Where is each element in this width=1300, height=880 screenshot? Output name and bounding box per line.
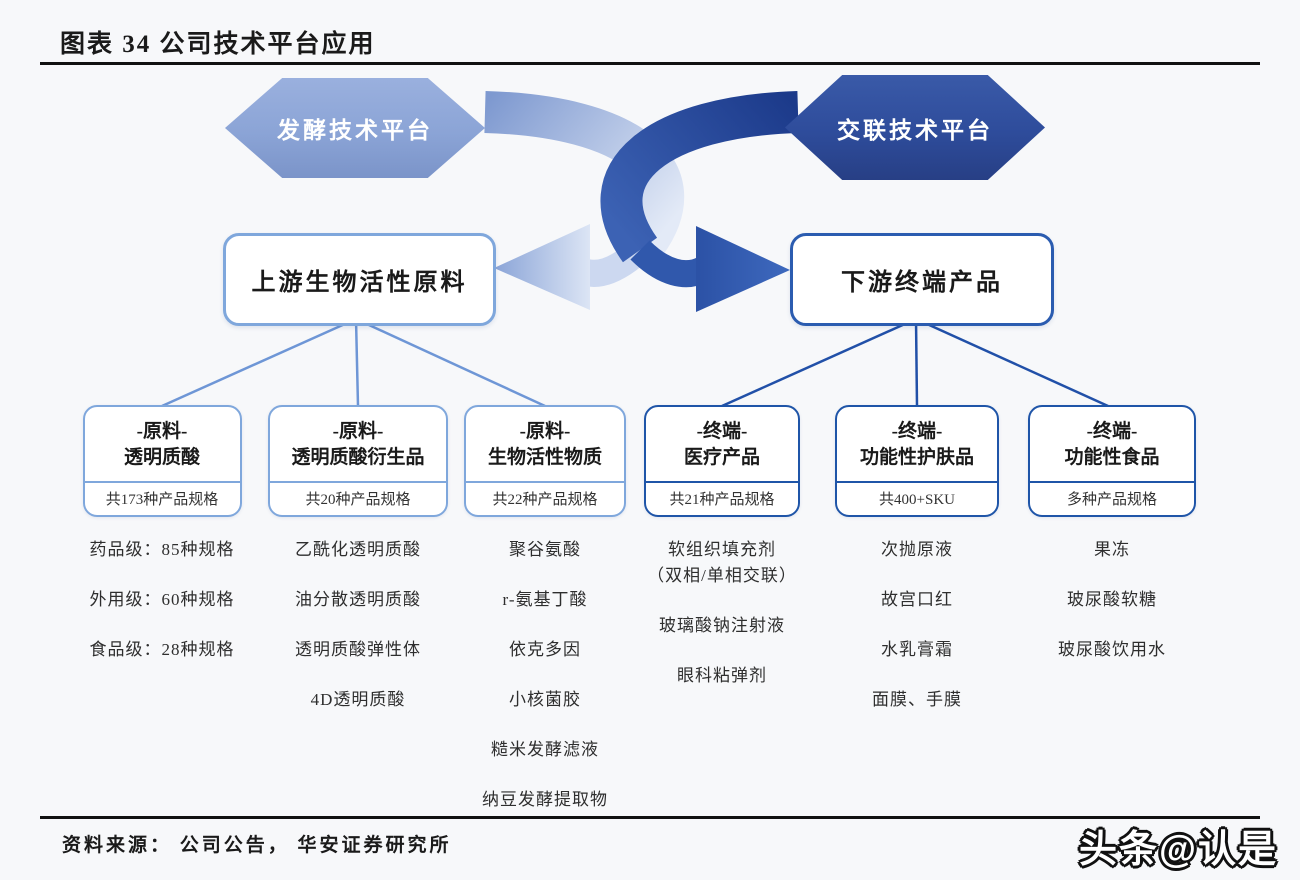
list-item: 药品级：85种规格: [89, 540, 235, 559]
upstream-label: 上游生物活性原料: [251, 270, 468, 296]
category-name: 功能性食品: [1064, 447, 1160, 468]
category-col-bioactive: -原料- 生物活性物质 共22种产品规格 聚谷氨酸 r-氨基丁酸 依克多因 小核…: [430, 405, 660, 813]
category-tag: -原料-: [332, 421, 384, 443]
list-item: 依克多因: [509, 640, 581, 659]
list-item: 果冻: [1094, 540, 1130, 559]
list-item: 透明质酸弹性体: [295, 640, 421, 659]
category-name: 生物活性物质: [487, 447, 602, 468]
category-col-medical: -终端- 医疗产品 共21种产品规格 软组织填充剂 （双相/单相交联） 玻璃酸钠…: [607, 405, 837, 689]
category-box: -终端- 医疗产品 共21种产品规格: [644, 405, 800, 517]
list-item: 玻璃酸钠注射液: [659, 616, 785, 635]
list-item: 故宫口红: [881, 590, 953, 609]
list-item: 玻尿酸软糖: [1067, 590, 1157, 609]
downstream-fan-lines: [721, 317, 1109, 408]
category-tag: -原料-: [519, 421, 571, 443]
category-box: -原料- 生物活性物质 共22种产品规格: [464, 405, 626, 517]
list-item: 食品级：28种规格: [89, 640, 235, 659]
category-spec: 共400+SKU: [837, 481, 997, 515]
category-name: 医疗产品: [683, 447, 760, 468]
list-item: 眼科粘弹剂: [677, 666, 767, 685]
list-item: 水乳膏霜: [881, 640, 953, 659]
category-col-food: -终端- 功能性食品 多种产品规格 果冻 玻尿酸软糖 玻尿酸饮用水: [997, 405, 1227, 663]
category-tag: -终端-: [891, 421, 943, 443]
category-name: 透明质酸: [123, 447, 200, 468]
upstream-box: 上游生物活性原料: [223, 233, 496, 326]
list-item: 外用级：60种规格: [89, 590, 235, 609]
category-spec: 共20种产品规格: [270, 481, 446, 515]
top-divider: [40, 62, 1260, 65]
category-spec: 共21种产品规格: [646, 481, 798, 515]
category-box: -原料- 透明质酸 共173种产品规格: [82, 405, 242, 517]
category-tag: -终端-: [696, 421, 748, 443]
category-spec: 多种产品规格: [1030, 481, 1194, 515]
category-box: -原料- 透明质酸衍生品 共20种产品规格: [268, 405, 448, 517]
list-item: 油分散透明质酸: [295, 590, 421, 609]
list-item: 纳豆发酵提取物: [482, 790, 608, 809]
category-col-skincare: -终端- 功能性护肤品 共400+SKU 次抛原液 故宫口红 水乳膏霜 面膜、手…: [802, 405, 1032, 713]
figure-title: 图表 34 公司技术平台应用: [60, 31, 376, 58]
list-item: r-氨基丁酸: [502, 590, 588, 609]
platform-crosslink-label: 交联技术平台: [837, 117, 993, 143]
category-col-ha: -原料- 透明质酸 共173种产品规格 药品级：85种规格 外用级：60种规格 …: [47, 405, 277, 663]
watermark: 头条@认是: [1078, 829, 1278, 871]
list-item: 软组织填充剂 （双相/单相交联）: [647, 540, 797, 585]
category-spec: 共22种产品规格: [466, 481, 624, 515]
category-col-ha-derivatives: -原料- 透明质酸衍生品 共20种产品规格 乙酰化透明质酸 油分散透明质酸 透明…: [243, 405, 473, 713]
category-box: -终端- 功能性护肤品 共400+SKU: [835, 405, 999, 517]
list-item: 小核菌胶: [509, 690, 581, 709]
platform-fermentation: 发酵技术平台: [225, 78, 485, 178]
list-item: 糙米发酵滤液: [491, 740, 599, 759]
list-item: 乙酰化透明质酸: [295, 540, 421, 559]
platform-crosslink: 交联技术平台: [785, 75, 1045, 180]
category-box: -终端- 功能性食品 多种产品规格: [1028, 405, 1196, 517]
bottom-divider: [40, 816, 1260, 819]
list-item: 面膜、手膜: [872, 690, 962, 709]
list-item: 玻尿酸饮用水: [1058, 640, 1166, 659]
list-item: 次抛原液: [881, 540, 953, 559]
downstream-box: 下游终端产品: [790, 233, 1054, 326]
category-name: 透明质酸衍生品: [291, 447, 425, 468]
category-spec: 共173种产品规格: [84, 481, 240, 515]
source-note: 资料来源： 公司公告， 华安证券研究所: [62, 835, 452, 856]
category-name: 功能性护肤品: [859, 447, 974, 468]
list-item: 4D透明质酸: [310, 690, 406, 709]
category-tag: -终端-: [1086, 421, 1138, 443]
list-item: 聚谷氨酸: [509, 540, 581, 559]
category-tag: -原料-: [136, 421, 188, 443]
platform-fermentation-label: 发酵技术平台: [277, 118, 433, 143]
dark-ribbon-arrow: [600, 91, 799, 312]
upstream-fan-lines: [161, 317, 546, 408]
downstream-label: 下游终端产品: [841, 270, 1003, 296]
